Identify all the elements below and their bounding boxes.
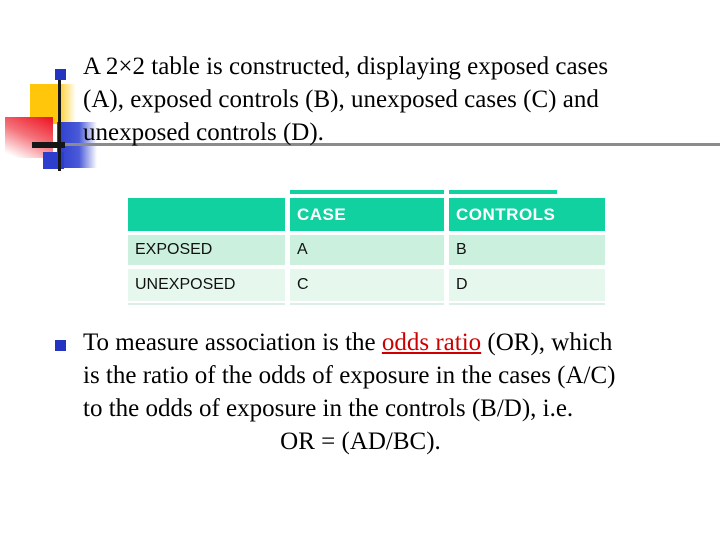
odds-ratio-text-post: (OR), which [481, 329, 613, 356]
table-bottom-border [449, 303, 605, 305]
table-header-case: CASE [290, 198, 444, 231]
decoration-vertical-black-line [58, 77, 61, 171]
odds-ratio-highlight: odds ratio [381, 329, 482, 356]
paragraph-line: is the ratio of the odds of exposure in … [83, 362, 616, 389]
horizontal-divider-line [36, 143, 720, 146]
table-top-border-controls [449, 190, 557, 194]
decoration-horizontal-black-line [32, 142, 65, 148]
paragraph-odds-ratio: To measure association is the odds ratio… [83, 326, 680, 458]
table-row-label-unexposed: UNEXPOSED [128, 269, 285, 301]
table-top-border-case [290, 190, 444, 194]
table-row-label-exposed: EXPOSED [128, 235, 285, 265]
paragraph-line: To measure association is the odds ratio… [83, 326, 680, 359]
paragraph-line: (A), exposed controls (B), unexposed cas… [83, 86, 599, 113]
table-cell-d: D [449, 269, 605, 301]
odds-ratio-formula: OR = (AD/BC). [280, 428, 441, 455]
table-cell-b: B [449, 235, 605, 265]
table-bottom-border [128, 303, 285, 305]
paragraph-table-description: A 2×2 table is constructed, displaying e… [83, 50, 608, 149]
odds-ratio-text-pre: To measure association is the [83, 329, 382, 356]
table-cell-c: C [290, 269, 444, 301]
decoration-red-square [5, 117, 53, 158]
table-cell-a: A [290, 235, 444, 265]
paragraph-line: unexposed controls (D). [83, 119, 324, 146]
bullet-square-icon [55, 69, 66, 80]
table-header-controls: CONTROLS [449, 198, 605, 231]
bullet-square-icon [55, 340, 66, 351]
two-by-two-table: CASE CONTROLS EXPOSED A B UNEXPOSED C D [128, 198, 605, 301]
table-bottom-border [290, 303, 444, 305]
paragraph-line: A 2×2 table is constructed, displaying e… [83, 53, 609, 80]
paragraph-line: to the odds of exposure in the controls … [83, 395, 574, 422]
table-header-empty [128, 198, 285, 231]
